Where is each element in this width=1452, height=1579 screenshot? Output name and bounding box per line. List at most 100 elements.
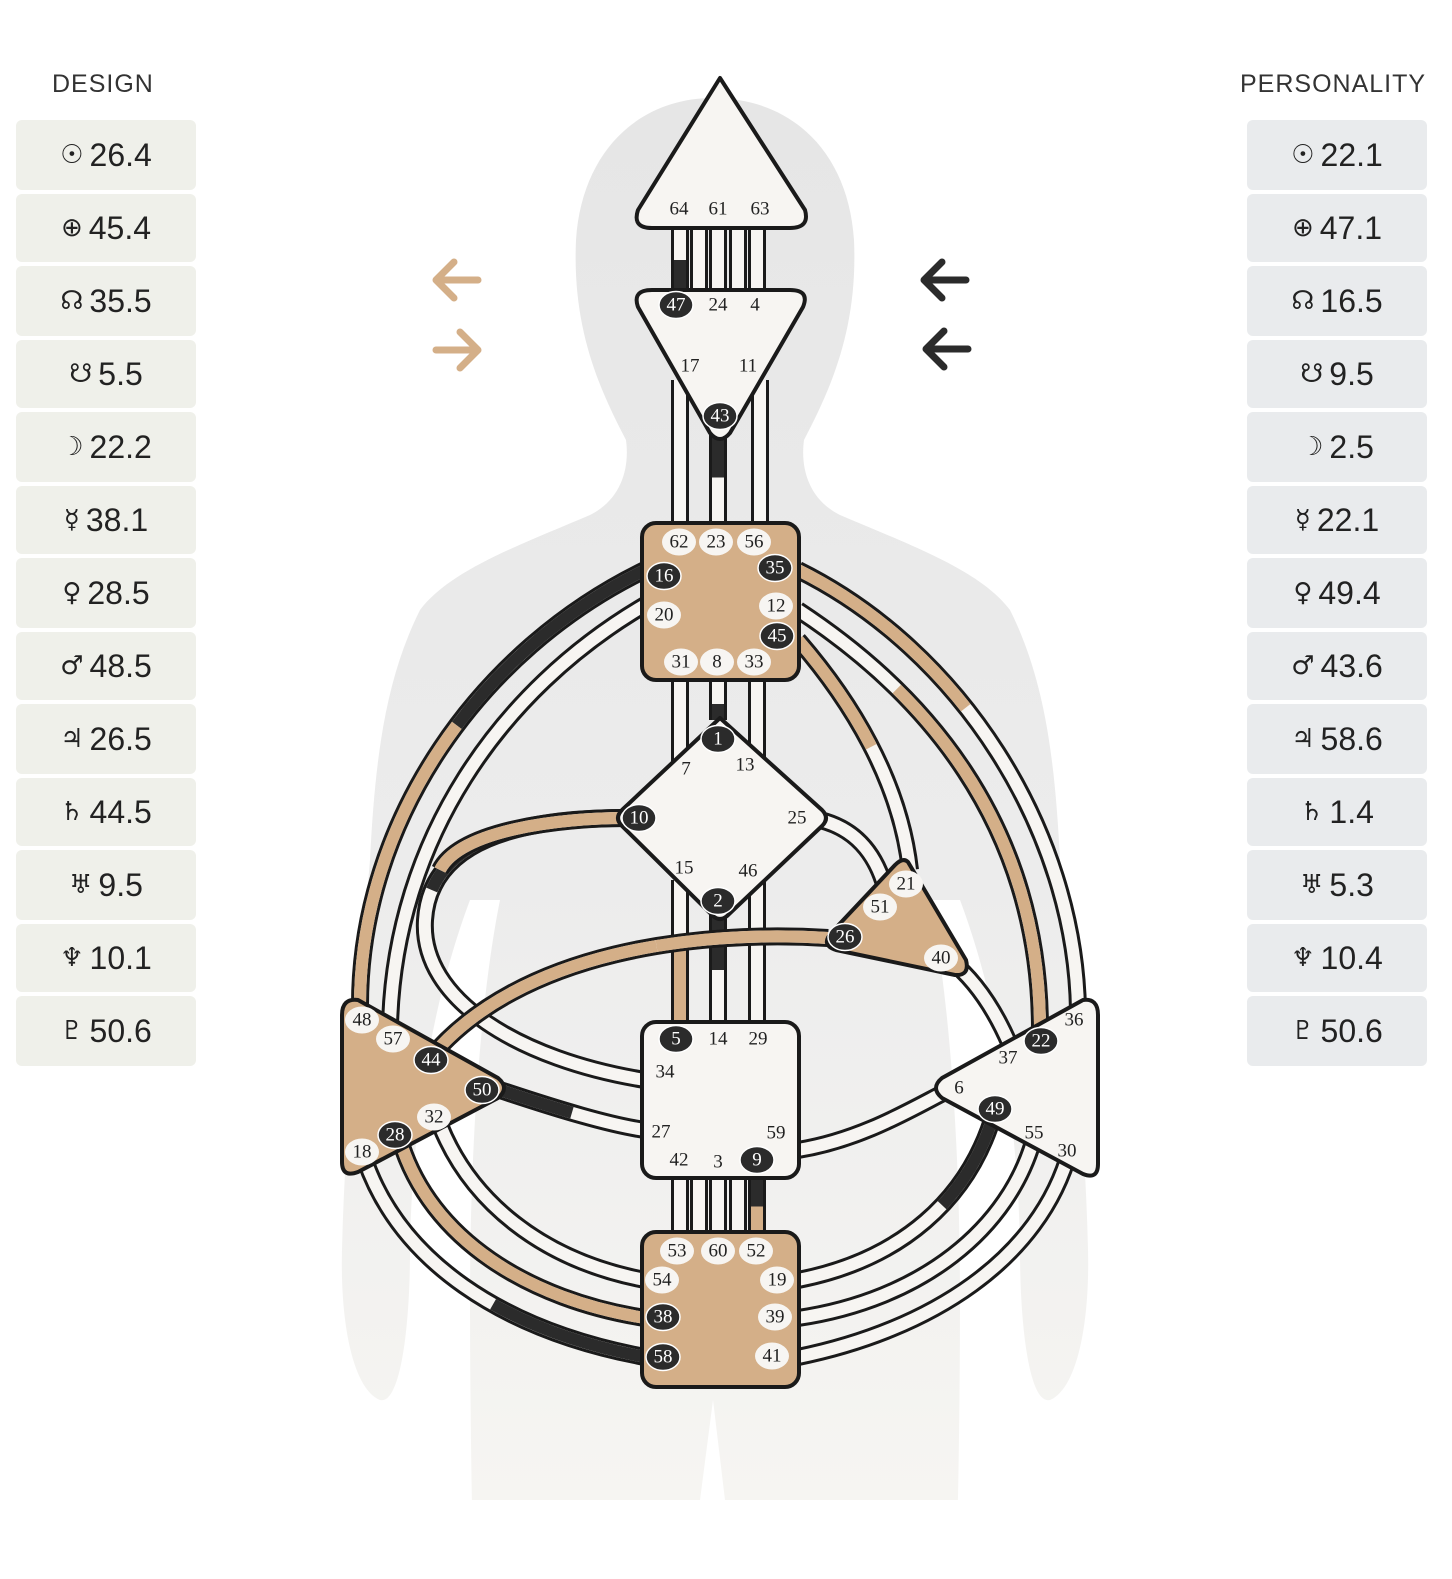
design-top-arrow-left-arrow-icon (432, 258, 482, 302)
gate-38[interactable]: 38 (654, 1307, 673, 1328)
gate-64[interactable]: 64 (670, 199, 690, 220)
personality-planet-card: ☉22.1 (1247, 120, 1427, 190)
design-planet-value: 35.5 (89, 282, 152, 319)
gate-16[interactable]: 16 (655, 566, 674, 587)
gate-41[interactable]: 41 (763, 1346, 782, 1367)
channel-activation (354, 564, 648, 1006)
gate-32[interactable]: 32 (425, 1107, 444, 1128)
channel-activation (425, 930, 829, 1062)
gate-61[interactable]: 61 (709, 199, 728, 220)
design-planet-value: 10.1 (89, 939, 152, 976)
personality-top-arrow-left-arrow-icon (920, 258, 970, 302)
gate-63[interactable]: 63 (751, 199, 770, 220)
personality-planet-value: 5.3 (1329, 866, 1374, 903)
gate-49[interactable]: 49 (986, 1099, 1005, 1120)
gate-57[interactable]: 57 (384, 1029, 403, 1050)
gate-16-marker (646, 561, 682, 591)
gate-34[interactable]: 34 (656, 1062, 676, 1083)
sun-icon: ☉ (60, 140, 84, 170)
gate-9[interactable]: 9 (752, 1150, 762, 1171)
gate-26[interactable]: 26 (836, 927, 855, 948)
gate-5[interactable]: 5 (671, 1029, 681, 1050)
gate-51[interactable]: 51 (871, 897, 890, 918)
gate-18[interactable]: 18 (353, 1142, 372, 1163)
gate-2-marker (700, 886, 736, 916)
gate-54[interactable]: 54 (653, 1270, 673, 1291)
gate-56-marker (737, 528, 771, 556)
gate-24[interactable]: 24 (709, 295, 729, 316)
gate-1[interactable]: 1 (713, 729, 723, 750)
design-planet-value: 26.4 (89, 136, 152, 173)
personality-planet-card: ♂43.6 (1247, 632, 1427, 700)
gate-11[interactable]: 11 (739, 356, 757, 377)
pluto-icon: ♇ (60, 1016, 84, 1046)
gate-58[interactable]: 58 (654, 1347, 673, 1368)
gate-33[interactable]: 33 (745, 652, 764, 673)
design-planet-value: 45.4 (88, 209, 152, 246)
gate-53[interactable]: 53 (668, 1241, 687, 1262)
gate-6[interactable]: 6 (954, 1078, 964, 1099)
design-planet-list: ☉26.4⊕45.4☊35.5☋5.5☽22.2☿38.1♀28.5♂48.5♃… (16, 120, 196, 1070)
gate-48[interactable]: 48 (353, 1010, 372, 1031)
gate-4[interactable]: 4 (750, 295, 760, 316)
channel-activation (795, 564, 1084, 1011)
gate-40[interactable]: 40 (932, 948, 951, 969)
sun-icon: ☉ (1291, 140, 1315, 170)
pluto-icon: ♇ (1291, 1016, 1315, 1046)
gate-7[interactable]: 7 (681, 759, 691, 780)
gate-55[interactable]: 55 (1025, 1123, 1044, 1144)
channel (797, 1133, 1041, 1324)
gate-29[interactable]: 29 (749, 1029, 768, 1050)
gate-17[interactable]: 17 (681, 356, 700, 377)
gate-39[interactable]: 39 (766, 1307, 785, 1328)
gate-21-marker (889, 870, 923, 898)
gate-50[interactable]: 50 (473, 1080, 492, 1101)
gate-31[interactable]: 31 (672, 652, 691, 673)
gate-53-marker (660, 1237, 694, 1265)
gate-25[interactable]: 25 (788, 808, 807, 829)
personality-planet-list: ☉22.1⊕47.1☊16.5☋9.5☽2.5☿22.1♀49.4♂43.6♃5… (1247, 120, 1427, 1070)
gate-27[interactable]: 27 (652, 1122, 671, 1143)
gate-30[interactable]: 30 (1058, 1141, 1077, 1162)
gate-56[interactable]: 56 (745, 532, 764, 553)
gate-46[interactable]: 46 (739, 861, 758, 882)
gate-21[interactable]: 21 (897, 874, 916, 895)
design-planet-value: 50.6 (89, 1012, 152, 1049)
gate-28[interactable]: 28 (386, 1125, 405, 1146)
gate-14[interactable]: 14 (709, 1029, 729, 1050)
gate-45[interactable]: 45 (768, 626, 787, 647)
channel (796, 1148, 1076, 1363)
gate-36[interactable]: 36 (1065, 1010, 1084, 1031)
gate-43[interactable]: 43 (711, 406, 730, 427)
gate-22[interactable]: 22 (1032, 1031, 1051, 1052)
gate-10[interactable]: 10 (630, 808, 649, 829)
gate-20[interactable]: 20 (655, 605, 674, 626)
gate-8[interactable]: 8 (712, 652, 722, 673)
gate-3[interactable]: 3 (713, 1152, 723, 1173)
gate-59[interactable]: 59 (767, 1123, 786, 1144)
gate-37[interactable]: 37 (999, 1048, 1018, 1069)
gate-35[interactable]: 35 (766, 558, 785, 579)
gate-1-marker (700, 724, 736, 754)
gate-47[interactable]: 47 (667, 295, 686, 316)
mars-icon: ♂ (1291, 651, 1315, 681)
gate-13[interactable]: 13 (736, 755, 755, 776)
gate-2[interactable]: 2 (713, 891, 723, 912)
gate-52[interactable]: 52 (747, 1241, 766, 1262)
gate-19[interactable]: 19 (768, 1270, 787, 1291)
design-planet-value: 5.5 (98, 355, 143, 392)
personality-planet-card: ♄1.4 (1247, 778, 1427, 846)
gate-23[interactable]: 23 (707, 532, 726, 553)
gate-12[interactable]: 12 (767, 596, 786, 617)
gate-42[interactable]: 42 (670, 1150, 689, 1171)
design-title: DESIGN (52, 70, 154, 98)
gate-47-marker (658, 290, 694, 320)
personality-planet-card: ♀49.4 (1247, 558, 1427, 628)
gate-44[interactable]: 44 (422, 1050, 442, 1071)
gate-15[interactable]: 15 (675, 858, 694, 879)
gate-62[interactable]: 62 (670, 532, 689, 553)
channel-activation (796, 1108, 1001, 1286)
gate-60[interactable]: 60 (709, 1241, 728, 1262)
personality-planet-card: ⊕47.1 (1247, 194, 1427, 262)
